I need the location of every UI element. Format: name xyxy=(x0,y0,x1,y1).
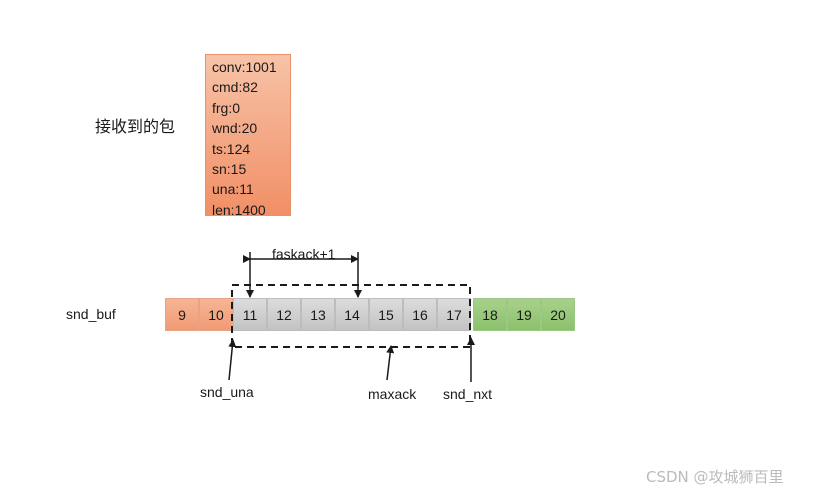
snd-una-label: snd_una xyxy=(200,384,254,400)
buffer-cell-15: 15 xyxy=(369,298,403,331)
buffer-cell-16: 16 xyxy=(403,298,437,331)
packet-field-una: una:11 xyxy=(212,181,254,198)
buffer-cell-12: 12 xyxy=(267,298,301,331)
packet-field-conv: conv:1001 xyxy=(212,59,277,75)
buffer-cell-13: 13 xyxy=(301,298,335,331)
buffer-cell-19: 19 xyxy=(507,298,541,331)
snd-una-arrow xyxy=(228,339,237,381)
buffer-cell-18: 18 xyxy=(473,298,507,331)
buffer-cell-14: 14 xyxy=(335,298,369,331)
buffer-cell-10: 10 xyxy=(199,298,233,331)
csdn-watermark: CSDN @攻城狮百里 xyxy=(646,468,784,486)
packet-field-frg: frg:0 xyxy=(212,99,241,116)
snd-buf-label: snd_buf xyxy=(66,306,116,322)
maxack-arrow xyxy=(386,345,395,381)
packet-field-ts: ts:124 xyxy=(212,140,251,157)
buffer-cell-17: 17 xyxy=(437,298,471,331)
packet-header-box: conv:1001 cmd:82 frg:0 wnd:20 ts:124 sn:… xyxy=(205,54,291,218)
buffer-cell-9: 9 xyxy=(165,298,199,331)
packet-field-wnd: wnd:20 xyxy=(212,120,258,137)
packet-label: 接收到的包 xyxy=(95,117,176,136)
packet-field-cmd: cmd:82 xyxy=(212,79,258,96)
fastack-label: faskack+1 xyxy=(272,246,336,262)
packet-field-sn: sn:15 xyxy=(212,160,247,177)
packet-field-len: len:1400 xyxy=(212,201,266,218)
buffer-cell-20: 20 xyxy=(541,298,575,331)
buffer-cell-11: 11 xyxy=(233,298,267,331)
snd-nxt-label: snd_nxt xyxy=(443,386,493,402)
maxack-label: maxack xyxy=(368,386,417,402)
